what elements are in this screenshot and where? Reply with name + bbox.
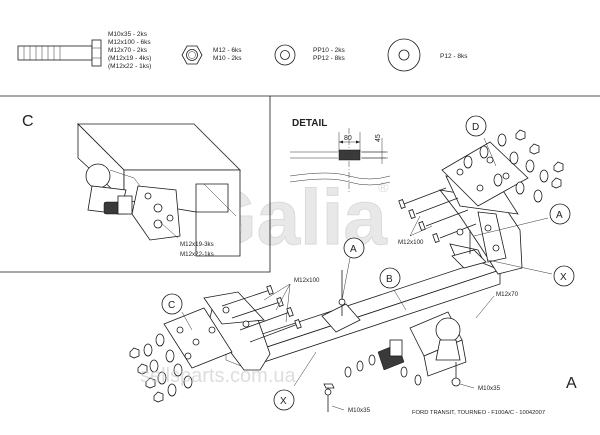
- detail-c-inset: C M12x19-3ks M12x22-1ks: [0, 96, 271, 273]
- bracket-a-middle: [321, 270, 361, 333]
- leader-lines: [181, 137, 553, 411]
- watermark-registered: ®: [378, 179, 389, 195]
- svg-text:A: A: [556, 210, 563, 221]
- plate-d: [441, 141, 529, 207]
- hardware-strip: M10x35 - 2ks M12x100 - 6ks M12x70 - 2ks …: [0, 31, 600, 97]
- svg-text:D: D: [472, 122, 479, 133]
- callout-x-right: X: [553, 265, 575, 287]
- footer-title: FORD TRANSIT, TOURNEO - F100A/C - 100420…: [412, 410, 545, 416]
- svg-text:B: B: [386, 274, 393, 285]
- svg-text:C: C: [168, 300, 175, 311]
- plate-c: [163, 307, 233, 369]
- tow-ball-assembly: [85, 163, 181, 241]
- nut-spec-1: M12 - 6ks: [213, 47, 242, 54]
- left-side-arm: [203, 291, 271, 371]
- label-m12x70: M12x70: [496, 291, 519, 298]
- callout-a-top: A: [343, 237, 365, 259]
- washer-pp-spec-1: PP10 - 2ks: [313, 47, 346, 54]
- part-labels: M12x100 M12x100 M12x70 M10x35 M10x35 A: [294, 239, 577, 414]
- dim-80: 80: [344, 135, 352, 142]
- bolt-spec-2: M12x100 - 6ks: [108, 39, 151, 46]
- washer-p-spec-1: P12 - 8ks: [440, 53, 468, 60]
- label-m12x100-right: M12x100: [398, 239, 424, 246]
- callout-b: B: [379, 267, 401, 289]
- bolt-spec-1: M10x35 - 2ks: [108, 31, 148, 38]
- main-assembly: [129, 129, 564, 412]
- nut-spec-2: M10 - 2ks: [213, 55, 242, 62]
- callout-a-right: A: [549, 203, 571, 225]
- label-m12x100-left: M12x100: [294, 277, 320, 284]
- callout-d: D: [465, 115, 487, 137]
- left-fasteners: [129, 333, 193, 403]
- spring-washer-icon: [274, 44, 296, 66]
- callout-c-left: C: [161, 293, 183, 315]
- svg-text:X: X: [280, 396, 287, 407]
- mid-fasteners: [344, 354, 422, 386]
- bolt-spec-list: M10x35 - 2ks M12x100 - 6ks M12x70 - 2ks …: [108, 31, 151, 70]
- detail-c-label: C: [22, 113, 34, 130]
- bolt-spec-5: (M12x22 - 1ks): [108, 63, 151, 70]
- bracket-a-right: [451, 230, 487, 269]
- bolt-spec-3: M12x70 - 2ks: [108, 47, 148, 54]
- right-fasteners: [463, 129, 564, 203]
- svg-text:A: A: [350, 244, 357, 255]
- view-a-label: A: [566, 375, 577, 392]
- label-m10x35-bottom: M10x35: [348, 407, 371, 414]
- hex-nut-icon: [181, 45, 203, 65]
- callout-x-bottom: X: [273, 389, 295, 411]
- c-inset-bolt-2: M12x22-1ks: [180, 251, 214, 258]
- detail-section: DETAIL 80 45: [289, 118, 391, 194]
- c-inset-bolt-1: M12x19-3ks: [180, 241, 214, 248]
- dim-45: 45: [375, 134, 382, 142]
- svg-text:X: X: [560, 272, 567, 283]
- watermark-site: sellsparts.com.ua: [140, 365, 296, 387]
- bolt-icon: [17, 39, 102, 67]
- right-long-bolts: [398, 187, 477, 243]
- left-long-bolts: [221, 285, 302, 343]
- bolt-spec-4: (M12x19 - 4ks): [108, 55, 151, 62]
- detail-title: DETAIL: [292, 118, 327, 129]
- washer-pp-spec-2: PP12 - 8ks: [313, 55, 346, 62]
- ball-mount: [377, 311, 467, 387]
- flat-washer-icon: [387, 38, 421, 72]
- bottom-bolt: [323, 383, 335, 412]
- label-m10x35-right: M10x35: [478, 385, 501, 392]
